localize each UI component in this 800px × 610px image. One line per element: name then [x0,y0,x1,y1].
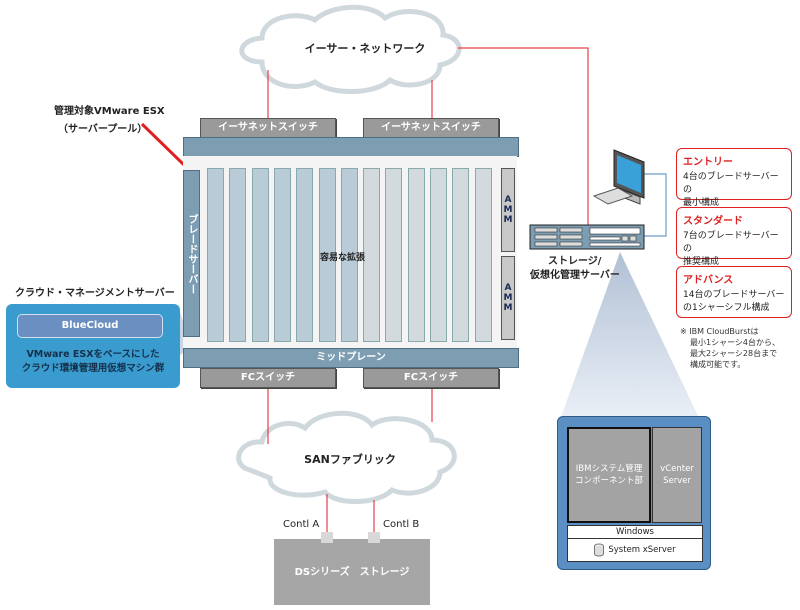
blade-slot [430,168,447,342]
tier-entry: エントリー 4台のブレードサーバーの 最小構成 [676,148,792,208]
blade-slot [474,168,492,342]
controller-a-label: Contl A [283,519,320,530]
tier-advance-title: アドバンス [683,275,734,286]
blade-slot [363,168,381,342]
ibm-component-line1: IBMシステム管理 [575,464,643,474]
blade-slot [251,168,269,342]
blade-slot [207,168,224,342]
vcenter-line2: Server [663,476,691,486]
controller-a-port [321,532,333,543]
san-fabric-label: SANファブリック [304,453,396,466]
note-line2: 最小1シャーシ4台から、 [690,338,781,347]
blade-slot [340,168,358,342]
blade-server-side-label: ブレードサーバー [183,170,200,337]
blade-slot [452,168,470,342]
cloudburst-note: ※ IBM CloudBurstは 最小1シャーシ4台から、 最大2シャーシ28… [680,326,780,370]
note-line4: 構成可能です。 [690,360,746,369]
tier-advance: アドバンス 14台のブレードサーバー の1シャーシフル構成 [676,266,792,318]
server-pool-label: （サーバープール） [58,124,148,135]
tier-advance-desc1: 14台のブレードサーバー [683,290,785,300]
blade-slot [229,168,247,342]
controller-b-label: Contl B [383,519,420,530]
tier-entry-desc2: 最小構成 [683,198,720,208]
note-line1: ※ IBM CloudBurstは [680,327,759,336]
blade-slot [296,168,314,342]
note-line3: 最大2シャーシ28台まで [690,349,778,358]
amm-module-2-label: AMM [503,283,513,313]
expansion-label: 容易な拡張 [320,253,366,263]
system-x-server-label: System xServer [608,545,676,555]
midplane: ミッドプレーン [183,348,519,368]
amm-module-1-label: AMM [503,195,513,225]
ethernet-cloud [239,4,462,94]
tier-standard: スタンダード 7台のブレードサーバーの 推奨構成 [676,207,792,267]
ibm-management-component: IBMシステム管理 コンポーネント部 [567,427,651,523]
fc-switch-2: FCスイッチ [363,368,499,388]
management-desc-line2: クラウド環境管理用仮想マシン群 [21,363,165,374]
blade-slot [407,168,425,342]
ds-storage-box: DSシリーズ ストレージ [274,539,430,605]
system-x-server-layer: System xServer [567,538,703,562]
ethernet-switch-1: イーサネットスイッチ [200,118,336,138]
management-desc-line1: VMware ESXをベースにした [26,349,160,360]
tier-advance-desc2: の1シャーシフル構成 [683,303,770,313]
monitor-link [642,173,667,237]
san-cloud [236,410,457,504]
ibm-component-line2: コンポーネント部 [574,476,643,486]
blade-slot [273,168,291,342]
storage-server-label-2: 仮想化管理サーバー [530,270,620,281]
ethernet-network-label: イーサー・ネットワーク [304,42,426,55]
amm-module-2: AMM [501,256,515,340]
blade-slot [318,168,336,342]
storage-server-label-1: ストレージ/ [548,256,602,267]
tier-entry-desc1: 4台のブレードサーバーの [683,172,779,195]
controller-b-port [368,532,380,543]
ds-storage-label: DSシリーズ ストレージ [294,567,410,578]
projection-beam-server [560,252,700,420]
fc-switch-1: FCスイッチ [200,368,336,388]
tier-standard-title: スタンダード [683,216,743,227]
tier-standard-desc1: 7台のブレードサーバーの [683,231,779,254]
monitor-icon [592,149,645,205]
tier-standard-desc2: 推奨構成 [683,257,720,267]
vcenter-server: vCenter Server [652,427,702,523]
management-server-title: クラウド・マネージメントサーバー [15,288,175,299]
server-detail-box: IBMシステム管理 コンポーネント部 vCenter Server Window… [557,416,711,570]
bluecloud-box: BlueCloud [17,314,163,338]
windows-layer: Windows [567,525,703,539]
chassis-top-bar [183,137,519,157]
ethernet-switch-2: イーサネットスイッチ [363,118,499,138]
blade-slot [385,168,403,342]
network-links [267,47,589,533]
amm-module-1: AMM [501,168,515,252]
database-cylinder-icon [594,543,605,557]
tier-entry-title: エントリー [683,157,733,168]
rack-server-icon [529,224,645,250]
management-server-box: BlueCloud VMware ESXをベースにした クラウド環境管理用仮想マ… [6,304,180,388]
vcenter-line1: vCenter [660,464,694,474]
managed-esx-label: 管理対象VMware ESX [54,106,165,117]
